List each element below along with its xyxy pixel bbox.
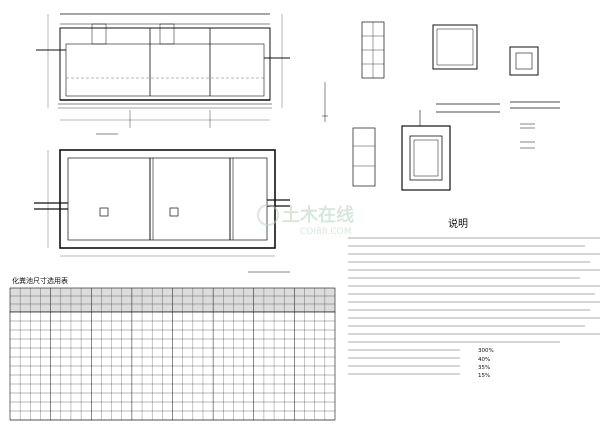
tank-plan-view [34, 149, 290, 273]
detail-drawings [322, 21, 560, 191]
percentage-2: 40% [478, 357, 490, 363]
percentage-4: 15% [478, 373, 490, 379]
notes-block: 说明 300% 40% 35% 15% [348, 217, 600, 379]
tank-section-view [36, 13, 290, 135]
percentage-3: 35% [478, 365, 490, 371]
watermark-text: 土木在线 [282, 204, 354, 226]
watermark: 土木在线 COI88.COM [257, 204, 354, 237]
watermark-url: COI88.COM [300, 227, 351, 237]
percentage-1: 300% [478, 348, 494, 354]
table-grid [10, 288, 335, 421]
notes-title: 说明 [448, 217, 468, 230]
table-title: 化粪池尺寸选用表 [12, 276, 68, 285]
selection-table: 化粪池尺寸选用表 [9, 276, 336, 421]
